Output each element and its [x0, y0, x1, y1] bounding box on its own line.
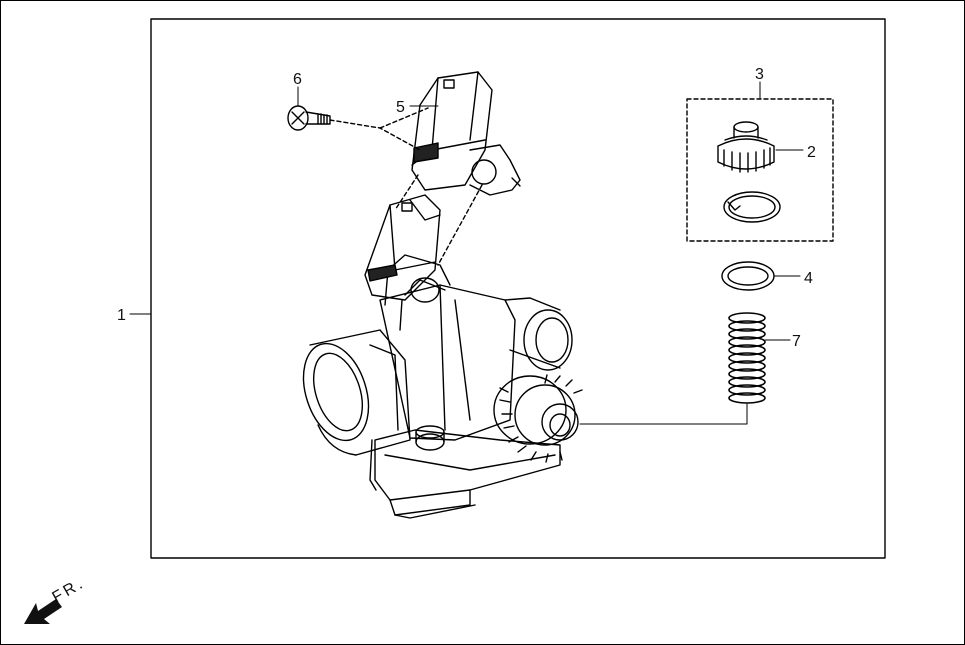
callout-1: 1 — [117, 307, 126, 324]
knob-part-2 — [717, 121, 775, 173]
callout-2: 2 — [807, 144, 816, 161]
callout-3: 3 — [755, 66, 764, 83]
circlip-part — [723, 191, 781, 223]
front-direction-label: FR. — [50, 574, 89, 606]
throttle-body — [302, 254, 583, 519]
callout-7: 7 — [792, 333, 801, 350]
kit-box — [686, 98, 834, 242]
mounted-sensor — [364, 194, 441, 303]
leader-lines — [129, 81, 804, 425]
front-direction-arrow-icon — [24, 599, 62, 624]
assembly-box — [150, 18, 886, 559]
sensor-part-5 — [411, 71, 521, 196]
callout-5: 5 — [396, 99, 405, 116]
assembly-guide-lines — [329, 107, 483, 266]
spring-part-7 — [728, 312, 766, 404]
screw-part-6 — [287, 105, 331, 131]
callout-6: 6 — [293, 71, 302, 88]
washer-part-4 — [721, 261, 775, 291]
callout-4: 4 — [804, 270, 813, 287]
